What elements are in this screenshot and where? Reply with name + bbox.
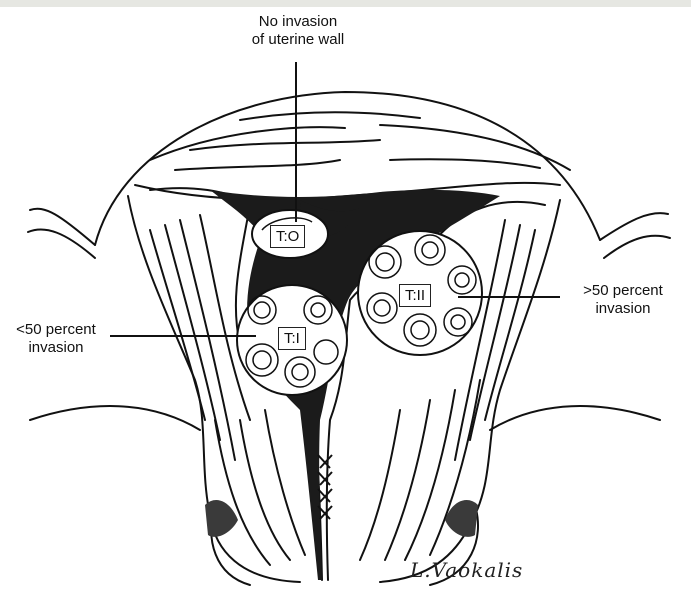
cervical-canal — [318, 455, 332, 519]
label-lt50-line1: <50 percent — [6, 321, 106, 339]
stage-tag-t2: T:II — [399, 284, 431, 307]
stage-tag-t1: T:I — [278, 327, 306, 350]
label-no-invasion: No invasion of uterine wall — [238, 13, 358, 49]
left-fornix-shade — [205, 500, 238, 537]
label-no-invasion-line2: of uterine wall — [238, 31, 358, 49]
label-lt50-line2: invasion — [6, 339, 106, 357]
label-gt50-line1: >50 percent — [568, 282, 678, 300]
label-lt50: <50 percent invasion — [6, 321, 106, 357]
left-tube — [30, 209, 95, 245]
stage-tag-t0: T:O — [270, 225, 305, 248]
artist-signature: L.Vaokalis — [410, 558, 523, 582]
label-gt50: >50 percent invasion — [568, 282, 678, 318]
label-gt50-line2: invasion — [568, 300, 678, 318]
label-no-invasion-line1: No invasion — [238, 13, 358, 31]
